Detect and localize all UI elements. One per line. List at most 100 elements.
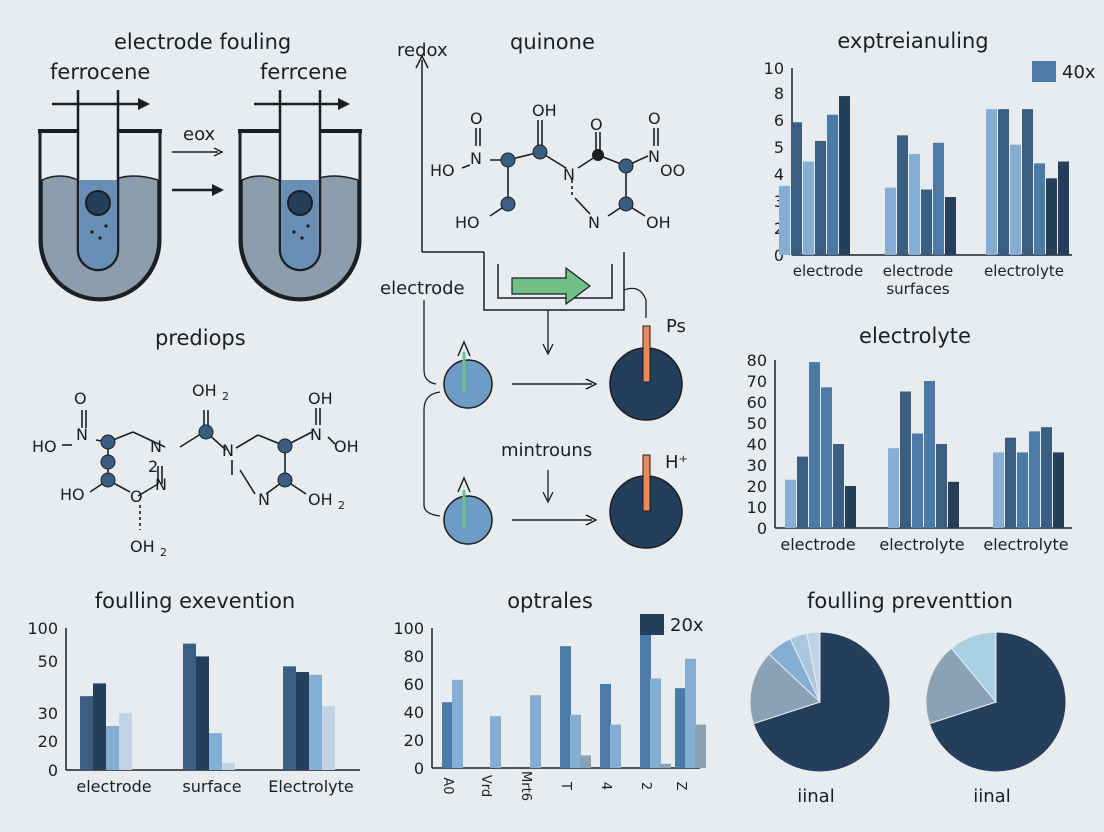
svg-text:N: N (155, 475, 167, 494)
chart2-bar (900, 391, 911, 528)
pie-slice (928, 631, 1067, 773)
chart2-ytick: 20 (747, 477, 767, 496)
chart1-bar (1046, 178, 1057, 255)
chart1-ytick: 10 (764, 59, 784, 78)
chart2-bar (924, 381, 935, 528)
ferrcene-label: ferrcene (260, 60, 348, 84)
mintrouns-label: mintrouns (501, 440, 593, 461)
chart2-title: electrolyte (859, 324, 971, 348)
svg-text:2: 2 (160, 546, 167, 559)
svg-text:OH: OH (334, 437, 359, 456)
chart1-bar (827, 114, 838, 255)
svg-text:OH: OH (192, 381, 217, 400)
svg-text:HO: HO (430, 161, 455, 180)
chart4-ytick: 60 (404, 675, 424, 694)
chart2-ytick: 70 (747, 372, 767, 391)
chart1-bar (897, 135, 908, 255)
chart4-category: T (558, 781, 573, 790)
chart1-bar (909, 154, 920, 255)
chart2-ytick: 80 (747, 351, 767, 370)
chart2-ytick: 10 (747, 498, 767, 517)
chart3-category: Electrolyte (268, 777, 354, 796)
chart2-bar (993, 452, 1004, 528)
svg-text:OO: OO (660, 161, 685, 180)
chart4-bar (685, 658, 696, 768)
chart4-category: Z (673, 782, 688, 791)
svg-text:HO: HO (455, 213, 480, 232)
chart1-ytick: 5 (774, 138, 784, 157)
chart1-bar (839, 96, 850, 255)
chart3-bar (209, 733, 222, 770)
chart1-bar (1034, 163, 1045, 255)
quinone-label: quinone (510, 30, 595, 54)
ferrocene-label: ferrocene (50, 60, 151, 84)
chart5-title: foulling preventtion (807, 589, 1013, 613)
chart1-ytick: 2 (774, 219, 784, 238)
chart2-bar (833, 444, 844, 528)
pie-label: iinal (973, 786, 1010, 807)
chart1-bar (998, 109, 1009, 255)
pie-slice (749, 653, 821, 725)
chart2-bar (912, 433, 923, 528)
chart4-legend-label: 20x (670, 615, 704, 636)
svg-text:OH: OH (130, 537, 155, 556)
chart3-category: electrode (76, 777, 151, 796)
pie-slice (806, 631, 821, 703)
chart1-bar (921, 189, 932, 255)
chart4-bar (600, 684, 611, 768)
svg-text:N: N (222, 441, 234, 460)
fouling-title: electrode fouling (114, 30, 292, 54)
chart1-legend-swatch (1032, 61, 1056, 82)
chart4-bar (560, 646, 571, 768)
chart2-ytick: 0 (757, 519, 767, 538)
chart2-category: electrolyte (983, 535, 1068, 554)
chart2-bar (1053, 452, 1064, 528)
chart3-bar (119, 713, 132, 770)
chart4-category: A0 (440, 777, 455, 794)
svg-text:N: N (258, 490, 270, 509)
eox-label: eox (183, 124, 216, 145)
chart1-bar (986, 109, 997, 255)
chart1-bar (791, 122, 802, 255)
chart4-bar (442, 702, 453, 768)
svg-text:HO: HO (60, 485, 85, 504)
pie-slice (950, 631, 997, 704)
chart2-bar (1005, 437, 1016, 528)
chart1-bar (779, 185, 790, 255)
chart2-bar (948, 481, 959, 528)
chart3-bar (309, 674, 322, 770)
chart4-category: 2 (638, 782, 653, 790)
chart4-bar (660, 763, 671, 768)
svg-text:2: 2 (222, 390, 229, 403)
chart4-ytick: 100 (393, 619, 424, 638)
chart3-bar (222, 762, 235, 770)
svg-text:2: 2 (148, 457, 158, 476)
chart2-bar (888, 448, 899, 528)
chart3-bar (296, 672, 309, 770)
chart4-ytick: 0 (414, 759, 424, 778)
chart1-category: surfaces (886, 280, 949, 298)
svg-text:O: O (590, 115, 603, 134)
redox-label: redox (397, 40, 448, 61)
svg-text:HO: HO (32, 437, 57, 456)
chart1-bar (815, 140, 826, 255)
chart1-bar (945, 197, 956, 255)
pie-slice (925, 647, 997, 725)
chart4-bar (530, 695, 541, 768)
chart3-ytick: 20 (38, 732, 58, 751)
svg-text:N: N (588, 213, 600, 232)
chart4-category: Mrt6 (518, 771, 533, 801)
chart1-category: electrode (793, 262, 864, 280)
chart1-category: electrolyte (984, 262, 1064, 280)
chart2-ytick: 40 (747, 435, 767, 454)
chart3-category: surface (182, 777, 241, 796)
prediops-title: prediops (155, 326, 246, 350)
chart1-ytick: 6 (774, 111, 784, 130)
chart1-bar (1022, 109, 1033, 255)
pie-label: iinal (797, 786, 834, 807)
